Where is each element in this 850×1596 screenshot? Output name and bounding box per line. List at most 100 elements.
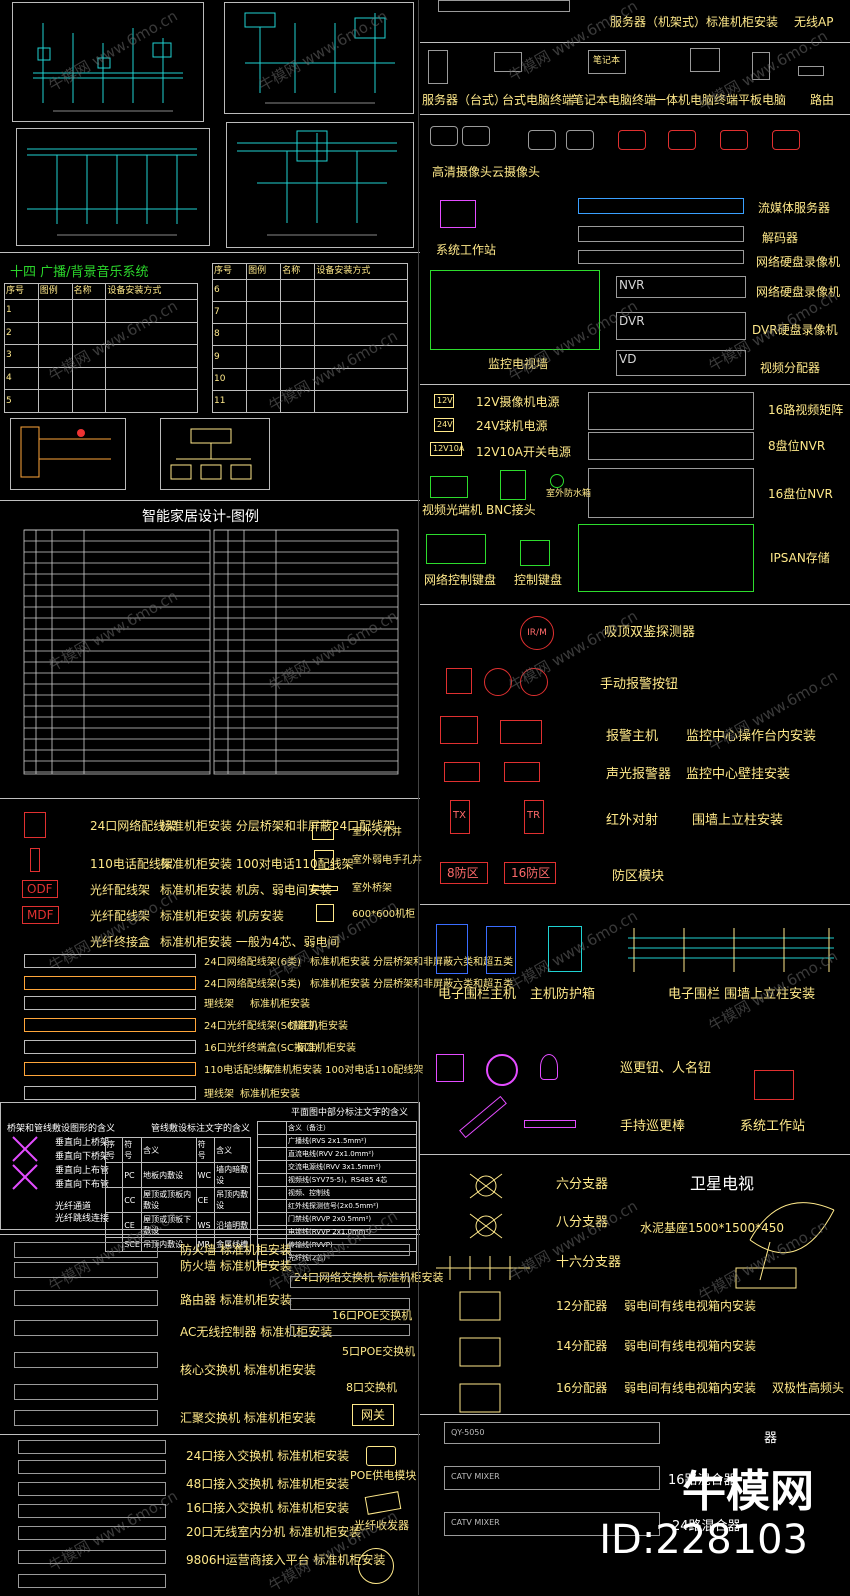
patrol-stick-2-icon (524, 1120, 576, 1128)
cad-drawing-2 (224, 2, 414, 114)
table-cell: 5 (4, 389, 39, 413)
cad-drawing-1 (12, 2, 204, 122)
alarm-label: 报警主机 (606, 729, 659, 744)
fence-label: 电子围栏 围墙上立柱安装 (668, 987, 816, 1002)
legend-item: 光纤跳线连接 (55, 1214, 110, 1224)
video-wall-icon (430, 270, 600, 350)
cabling-desc: 标准机柜安装 (296, 1043, 356, 1054)
device-label: 笔记本电脑终端 (572, 93, 657, 107)
network-label: 5口POE交换机 (342, 1345, 416, 1358)
optical-terminal-icon (430, 476, 468, 498)
brand-id: ID:228103 (599, 1517, 808, 1563)
broadcast-schematic-2 (170, 428, 252, 480)
cctv-cam-label: 高清摄像头 (432, 165, 493, 179)
manhole-icon (312, 822, 334, 840)
cabling-label: 室外弱电手孔井 (352, 855, 422, 866)
access-label: 光纤收发器 (354, 1519, 409, 1532)
fence-label: 巡更钮、人名钮 (620, 1061, 712, 1076)
patrol-stick-icon (459, 1095, 507, 1139)
alarm-label: 围墙上立柱安装 (692, 813, 784, 828)
catv-label: 双极性高频头 (772, 1381, 845, 1395)
ioc-icon (358, 1548, 394, 1584)
legend-cell: 吊顶内敷设 (141, 1237, 197, 1252)
cabling-desc: 标准机柜安装 (240, 1089, 300, 1100)
broadcast-table-right: 序号 图例 名称 设备安装方式 6 7 8 9 10 11 (211, 263, 408, 414)
divider (420, 114, 850, 115)
cctv-label: 流媒体服务器 (758, 201, 831, 215)
access-label: 48口接入交换机 标准机柜安装 (186, 1477, 350, 1491)
tray-icon (312, 886, 338, 891)
table-cell: 4 (4, 366, 39, 391)
table-cell: 8 (211, 323, 248, 347)
patch-panel-rack (24, 954, 196, 968)
alarm-label: 防区模块 (612, 869, 665, 884)
table-header: 名称 (280, 263, 316, 280)
protection-box-icon (548, 926, 582, 972)
cabling-label: 24口网络配线架(5类) (204, 979, 301, 990)
access-switch-rack (18, 1550, 166, 1564)
cctv-label: 网络硬盘录像机 (756, 285, 841, 299)
power-label: IPSAN存储 (770, 551, 830, 565)
legend-right-row: 门禁线(RVVP 2x0.5mm²) (286, 1212, 417, 1226)
divider (0, 252, 420, 253)
legend-right-row: 视频线(SYV75-5)，RS485 4芯 (286, 1173, 417, 1187)
network-rack (14, 1352, 158, 1368)
legend-right-row: 交流电源线(RVV 3x1.5mm²) (286, 1160, 417, 1174)
legend-cell: PC (122, 1162, 143, 1188)
patch-panel-rack (24, 996, 196, 1010)
patch-panel-rack (24, 1018, 196, 1032)
divider (0, 1234, 420, 1235)
satellite-dish-icon (735, 1202, 835, 1289)
nvr8-icon (588, 432, 754, 460)
legend-header: 序号 (104, 1137, 124, 1163)
patch-panel-rack (24, 1040, 196, 1054)
device-label: 服务器（台式） (422, 93, 507, 107)
siren-2-icon (504, 762, 540, 782)
zone8-tag: 8防区 (440, 862, 488, 884)
legend-item: 光纤通道 (55, 1202, 92, 1212)
power-label: 12V摄像机电源 (476, 395, 560, 409)
device-label: 台式电脑终端 (502, 93, 575, 107)
divider (420, 1154, 850, 1155)
alarm-host-2-icon (500, 720, 542, 744)
telephone-panel-icon (30, 848, 40, 872)
patch-panel-icon (24, 812, 46, 838)
cabling-desc: 标准机柜安装 (250, 999, 310, 1010)
legend-header: 符号 (195, 1137, 216, 1163)
legend-header: 符号 (122, 1137, 143, 1163)
device-label: 平板电脑 (738, 93, 787, 107)
cabling-desc: 标准机柜安装 100对电话110配线架 (262, 1065, 424, 1076)
workstation-icon (440, 200, 476, 228)
power-tag: 24V (434, 418, 454, 432)
legend-item: 垂直向上布管 (55, 1166, 110, 1176)
tray-symbols (12, 1136, 38, 1190)
camera-icon (462, 126, 490, 146)
smart-home-title: 智能家居设计-图例 (142, 509, 260, 525)
legend-right-header: 含义（备注） (286, 1121, 417, 1135)
network-label: 16口POE交换机 (332, 1309, 413, 1322)
cabling-label: 光纤配线架 (90, 909, 151, 923)
switch-rack (290, 1244, 410, 1256)
cad-schematic-2 (244, 12, 395, 104)
broadcast-table-left: 序号 图例 名称 设备安装方式 1 2 3 4 5 (4, 283, 198, 413)
power-label: 16路视频矩阵 (768, 403, 844, 417)
cad-schematic-1 (33, 23, 183, 112)
patch-panel-rack (24, 1062, 196, 1076)
cctv-label: 系统工作站 (436, 243, 497, 257)
access-label: 9806H运营商接入平台 标准机柜安装 (186, 1553, 386, 1567)
odf-tag: ODF (22, 880, 58, 898)
decoder-icon (578, 226, 744, 242)
smart-home-legend-grid (23, 529, 399, 775)
legend-cell: 屋顶或顶板内敷设 (141, 1187, 197, 1213)
fence-label: 系统工作站 (740, 1119, 806, 1134)
catv-title: 卫星电视 (690, 1174, 755, 1193)
patch-panel-rack (24, 976, 196, 990)
network-label: 8口交换机 (346, 1381, 397, 1394)
cabling-label: 110电话配线架 (204, 1065, 274, 1076)
broadcast-schematic-1 (20, 426, 111, 478)
cctv-label: 解码器 (762, 231, 799, 245)
bnc-icon (550, 474, 564, 488)
legend-right-row: 电锁线(RVVP 2x1.0mm²) (286, 1225, 417, 1239)
desktop-monitor-icon (494, 52, 522, 72)
table-header: 名称 (71, 283, 107, 300)
